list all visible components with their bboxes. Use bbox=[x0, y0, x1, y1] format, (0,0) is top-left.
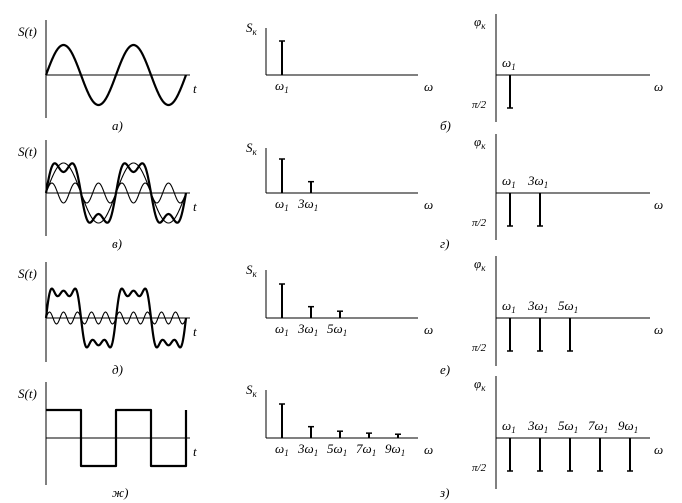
phase-spike-label: ω1 bbox=[502, 418, 516, 435]
panel-letter-left: а) bbox=[112, 118, 123, 133]
amplitude-axis-label: Sк bbox=[246, 20, 258, 37]
pi-over-2-label: π/2 bbox=[472, 217, 487, 229]
phase-spike-label: ω1 bbox=[502, 55, 516, 72]
time-domain-plot: S(t) t а) bbox=[18, 20, 197, 133]
row-2: S(t) t в) Sк ω ω1 3ω1 г) φк ω π/2 ω1 3ω1 bbox=[18, 134, 663, 251]
square-wave-signal bbox=[46, 408, 188, 468]
amplitude-spike-label: 3ω1 bbox=[297, 441, 318, 458]
time-domain-plot: S(t) t ж) bbox=[18, 382, 197, 500]
amplitude-spike-label: 5ω1 bbox=[327, 321, 347, 338]
phase-spectrum: φк ω π/2 ω1 3ω1 5ω1 bbox=[472, 256, 663, 366]
panel-letter-left: д) bbox=[112, 362, 123, 377]
time-domain-plot: S(t) t д) bbox=[18, 262, 197, 377]
phase-spectrum: φк ω π/2 ω1 bbox=[472, 14, 663, 122]
time-axis-label: S(t) bbox=[18, 386, 37, 401]
omega-axis-label: ω bbox=[424, 442, 433, 457]
panel-letter-middle: е) bbox=[440, 362, 450, 377]
phase-axis-label: φк bbox=[474, 256, 486, 273]
amplitude-spike-label: 3ω1 bbox=[297, 196, 318, 213]
panel-letter-middle: г) bbox=[440, 236, 449, 251]
phase-omega-label: ω bbox=[654, 322, 663, 337]
t-axis-label: t bbox=[193, 199, 197, 214]
t-axis-label: t bbox=[193, 324, 197, 339]
amplitude-spectrum: Sк ω ω1 б) bbox=[246, 20, 451, 133]
phase-spectrum: φк ω π/2 ω1 3ω1 bbox=[472, 134, 663, 240]
t-axis-label: t bbox=[193, 81, 197, 96]
amplitude-axis-label: Sк bbox=[246, 140, 258, 157]
phase-spectrum: φк ω π/2 ω1 3ω1 5ω1 7ω1 9ω1 bbox=[472, 376, 663, 489]
amplitude-spike-label: ω1 bbox=[275, 78, 289, 95]
harmonic-5-component bbox=[45, 311, 187, 325]
pi-over-2-label: π/2 bbox=[472, 462, 487, 474]
t-axis-label: t bbox=[193, 444, 197, 459]
omega-axis-label: ω bbox=[424, 197, 433, 212]
harmonic-3-component bbox=[45, 182, 187, 204]
phase-spike-label: ω1 bbox=[502, 298, 516, 315]
amplitude-spike-label: 7ω1 bbox=[356, 441, 376, 458]
phase-spike-label: ω1 bbox=[502, 173, 516, 190]
phase-spike-label: 9ω1 bbox=[618, 418, 638, 435]
amplitude-spectrum: Sк ω ω1 3ω1 5ω1 7ω1 9ω1 з) bbox=[246, 382, 449, 500]
omega-axis-label: ω bbox=[424, 79, 433, 94]
phase-spike-label: 3ω1 bbox=[527, 418, 548, 435]
time-domain-plot: S(t) t в) bbox=[18, 140, 197, 251]
pi-over-2-label: π/2 bbox=[472, 342, 487, 354]
panel-letter-left: ж) bbox=[112, 485, 128, 500]
amplitude-spectrum: Sк ω ω1 3ω1 5ω1 е) bbox=[246, 262, 450, 377]
panel-letter-middle: з) bbox=[439, 485, 449, 500]
time-axis-label: S(t) bbox=[18, 266, 37, 281]
amplitude-spike-label: 5ω1 bbox=[327, 441, 347, 458]
phase-axis-label: φк bbox=[474, 14, 486, 31]
phase-omega-label: ω bbox=[654, 79, 663, 94]
phase-spike-label: 3ω1 bbox=[527, 298, 548, 315]
row-1: S(t) t а) Sк ω ω1 б) φк ω π/2 ω1 bbox=[18, 14, 663, 133]
row-4: S(t) t ж) Sк ω ω1 3ω1 5ω1 7ω1 9ω1 з) φк ω π/2 ω1 3ω1 5ω1… bbox=[18, 376, 663, 500]
time-axis-label: S(t) bbox=[18, 144, 37, 159]
amplitude-axis-label: Sк bbox=[246, 382, 258, 399]
phase-spike-label: 5ω1 bbox=[558, 418, 578, 435]
phase-axis-label: φк bbox=[474, 376, 486, 393]
omega-axis-label: ω bbox=[424, 322, 433, 337]
pi-over-2-label: π/2 bbox=[472, 99, 487, 111]
amplitude-spike-label: 3ω1 bbox=[297, 321, 318, 338]
signal-waveform bbox=[44, 43, 188, 107]
amplitude-spike-label: ω1 bbox=[275, 196, 289, 213]
phase-omega-label: ω bbox=[654, 197, 663, 212]
amplitude-spike-label: 9ω1 bbox=[385, 441, 405, 458]
panel-letter-middle: б) bbox=[440, 118, 451, 133]
amplitude-axis-label: Sк bbox=[246, 262, 258, 279]
amplitude-spike-label: ω1 bbox=[275, 441, 289, 458]
phase-spike-label: 5ω1 bbox=[558, 298, 578, 315]
phase-omega-label: ω bbox=[654, 442, 663, 457]
phase-axis-label: φк bbox=[474, 134, 486, 151]
panel-letter-left: в) bbox=[112, 236, 122, 251]
amplitude-spectrum: Sк ω ω1 3ω1 г) bbox=[246, 140, 449, 251]
phase-spike-label: 3ω1 bbox=[527, 173, 548, 190]
time-axis-label: S(t) bbox=[18, 24, 37, 39]
phase-spike-label: 7ω1 bbox=[588, 418, 608, 435]
amplitude-spike-label: ω1 bbox=[275, 321, 289, 338]
row-3: S(t) t д) Sк ω ω1 3ω1 5ω1 е) φк ω π/2 ω1 3ω1 5ω1 bbox=[18, 256, 663, 377]
